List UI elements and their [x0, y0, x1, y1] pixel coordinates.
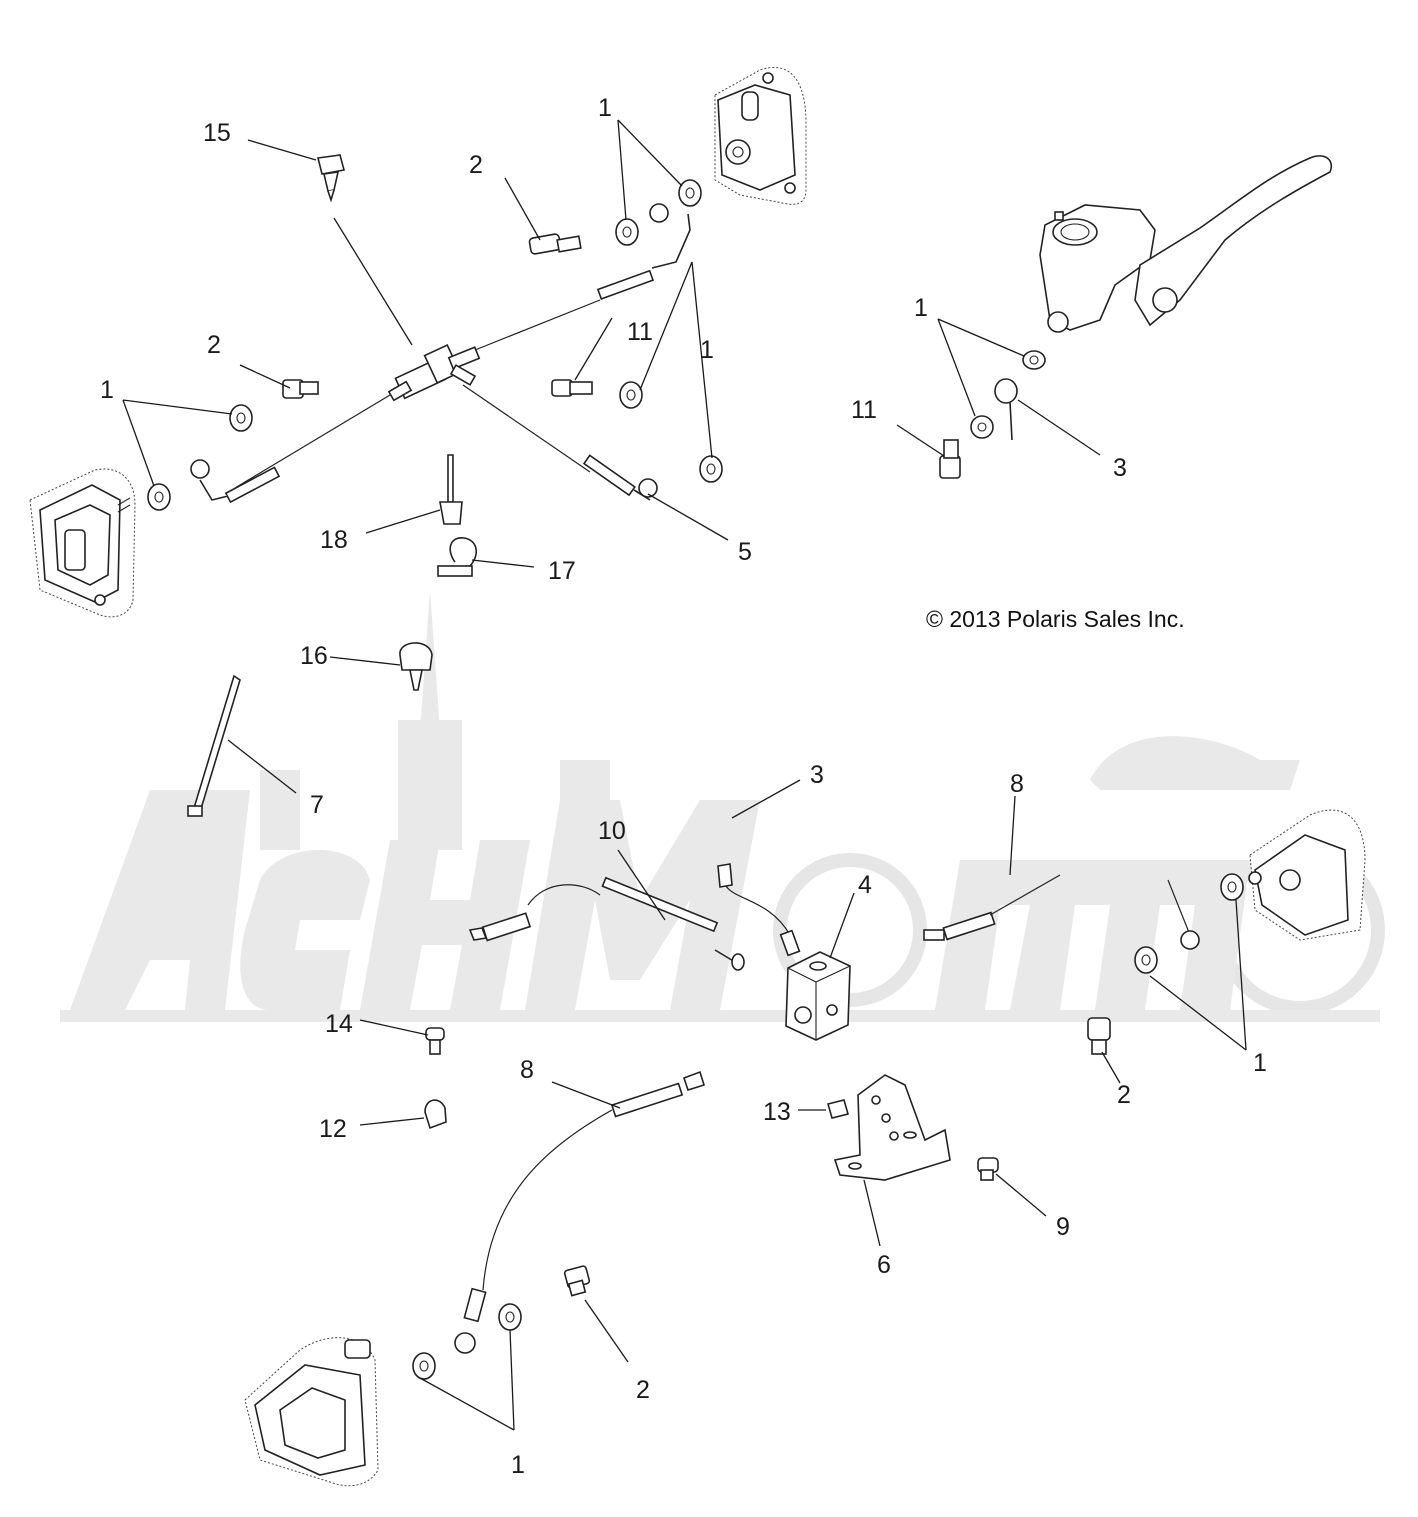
sealing-washer-icon — [147, 179, 1046, 511]
callout-11: 11 — [627, 318, 653, 346]
push-rivet-icon — [399, 642, 433, 691]
callout-13: 13 — [763, 1098, 791, 1126]
brake-caliper-icon — [244, 1337, 379, 1487]
mounting-bracket-icon — [833, 1074, 951, 1181]
callout-3: 3 — [810, 761, 824, 789]
callout-8: 8 — [1010, 770, 1024, 798]
sealing-washer-icon — [412, 873, 1244, 1380]
callout-2: 2 — [207, 331, 221, 359]
callout-14: 14 — [325, 1010, 353, 1038]
callout-10: 10 — [598, 817, 626, 845]
brake-line-icon — [454, 863, 1200, 1354]
callout-9: 9 — [1056, 1213, 1070, 1241]
banjo-bolt-icon — [282, 233, 961, 479]
junction-block-icon — [785, 951, 851, 1041]
p-clamp-icon — [424, 1099, 447, 1130]
watermark-logo — [60, 590, 1385, 1022]
callout-17: 17 — [548, 557, 576, 585]
brake-line-icon — [994, 378, 1018, 441]
callout-2: 2 — [636, 1376, 650, 1404]
callout-15: 15 — [203, 119, 231, 147]
callout-1: 1 — [598, 94, 612, 122]
callout-1: 1 — [700, 336, 714, 364]
callout-5: 5 — [738, 538, 752, 566]
callout-7: 7 — [310, 791, 324, 819]
brake-line-icon — [190, 203, 691, 504]
push-rivet-icon — [439, 454, 463, 525]
callout-1: 1 — [100, 376, 114, 404]
callout-2: 2 — [1117, 1081, 1131, 1109]
push-rivet-icon — [317, 154, 345, 203]
p-clamp-icon — [437, 537, 477, 577]
cable-tie-icon — [187, 674, 241, 817]
master-cylinder-icon — [1039, 155, 1332, 333]
callout-1: 1 — [1253, 1049, 1267, 1077]
callout-2: 2 — [469, 151, 483, 179]
callout-8: 8 — [520, 1056, 534, 1084]
banjo-bolt-icon — [425, 1017, 1111, 1297]
copyright-notice: © 2013 Polaris Sales Inc. — [926, 606, 1185, 632]
callout-1: 1 — [914, 294, 928, 322]
callout-4: 4 — [858, 871, 872, 899]
brake-caliper-icon — [714, 67, 807, 205]
callout-3: 3 — [1113, 454, 1127, 482]
callouts: 15 2 1 11 1 2 1 18 17 5 1 11 3 16 7 10 3… — [100, 94, 1267, 1479]
callout-11: 11 — [851, 396, 877, 424]
brake-caliper-icon — [1248, 809, 1366, 941]
callout-16: 16 — [300, 642, 328, 670]
callout-6: 6 — [877, 1251, 891, 1279]
callout-12: 12 — [319, 1115, 347, 1143]
callout-18: 18 — [320, 526, 348, 554]
callout-1: 1 — [511, 1451, 525, 1479]
brake-caliper-icon — [29, 468, 136, 618]
leader-lines — [122, 119, 1247, 1431]
